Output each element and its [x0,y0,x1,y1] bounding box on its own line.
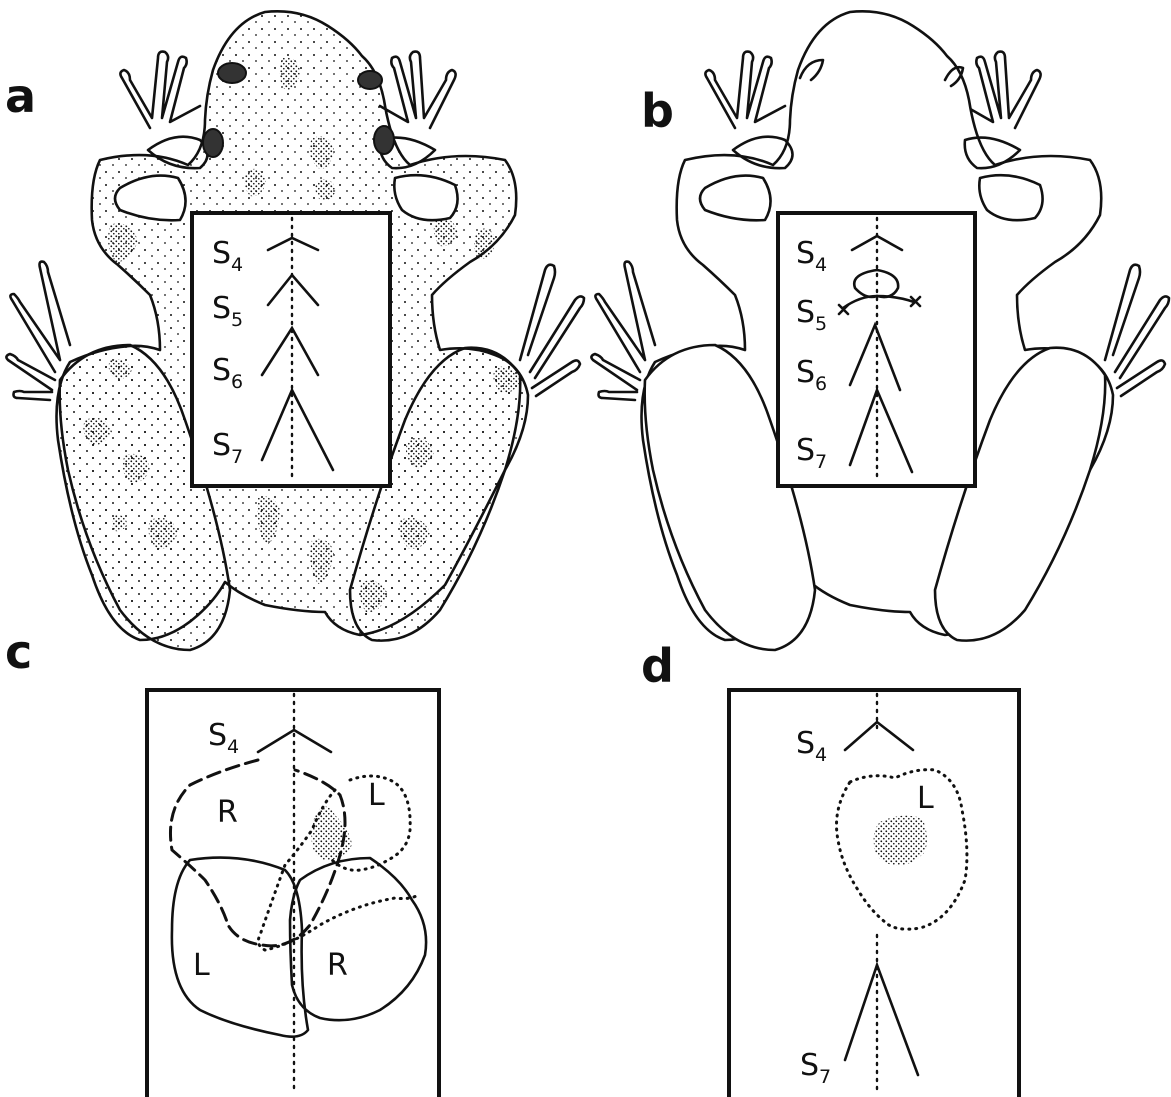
panel-a: a [5,11,584,650]
panel-a-letter: a [5,69,36,123]
panel-c: c S4 R L L R [5,625,439,1097]
area-label-c-r-upper: R [217,795,238,830]
panel-d-letter: d [641,639,674,693]
area-label-d-l: L [917,781,934,816]
panel-c-letter: c [5,625,32,679]
area-label-c-r-lower: R [327,948,348,983]
panel-b-letter: b [641,84,674,138]
area-label-c-l-lower: L [193,948,210,983]
panel-b: b S4 S5 S6 [591,11,1169,650]
inset-box-d [729,690,1019,1097]
panel-d: d S4 L S7 [641,639,1019,1097]
area-label-c-l-upper: L [368,778,385,813]
